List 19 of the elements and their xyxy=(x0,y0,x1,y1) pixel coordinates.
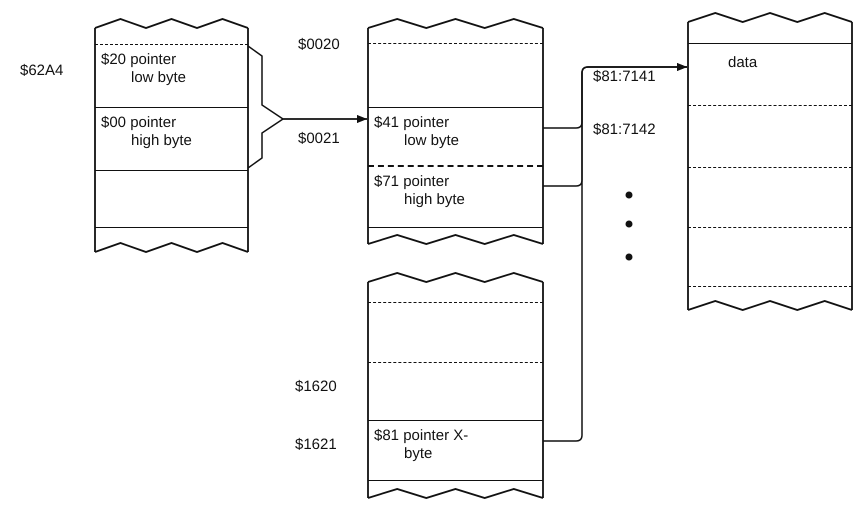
arrow xyxy=(543,63,687,442)
cell-text: $20 pointer low byte xyxy=(101,51,188,87)
address-label: $81:7142 xyxy=(593,121,656,139)
address-label: $81:7141 xyxy=(593,68,656,86)
memory-cell xyxy=(688,227,852,287)
cell-text: $00 pointer high byte xyxy=(101,114,193,150)
address-label: $1621 xyxy=(295,436,337,454)
address-label: $1620 xyxy=(295,378,337,396)
cell-text: $41 pointer low byte xyxy=(374,114,460,150)
cell-text: data xyxy=(728,54,758,72)
address-label: $0020 xyxy=(298,36,340,54)
arrow xyxy=(248,115,367,169)
cell-text: $71 pointer high byte xyxy=(374,173,466,209)
address-label: $0021 xyxy=(298,130,340,148)
address-label: $62A4 xyxy=(20,62,64,80)
memory-cell xyxy=(368,165,543,228)
memory-cell xyxy=(95,170,248,228)
memory-cell xyxy=(368,420,543,481)
cell-text: $81 pointer X-byte xyxy=(374,427,470,463)
